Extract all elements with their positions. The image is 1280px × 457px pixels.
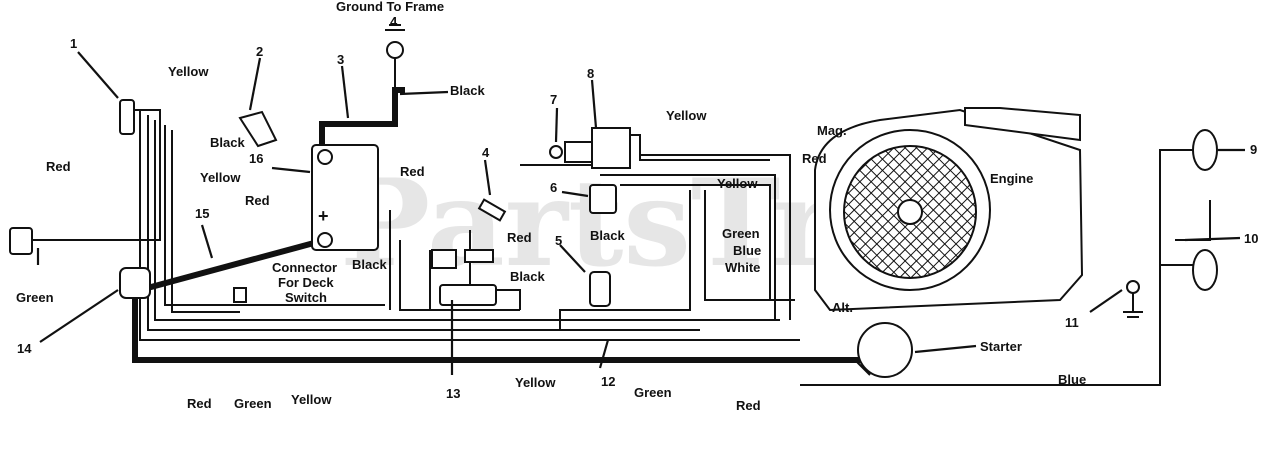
callout-14: 14: [17, 341, 32, 356]
callout-16: 16: [249, 151, 263, 166]
callout-numbers: 1 2 3 4 4 5 6 7 8 9 10 11 12 13 14 15 16: [17, 14, 1258, 401]
callout-7: 7: [550, 92, 557, 107]
label-green-bot2: Green: [634, 385, 672, 400]
label-yellow-right: Yellow: [717, 176, 758, 191]
label-white-right: White: [725, 260, 760, 275]
label-blue-bottom: Blue: [1058, 372, 1086, 387]
label-green-bot1: Green: [234, 396, 272, 411]
headlight-10: [1192, 249, 1218, 291]
callout-1: 1: [70, 36, 77, 51]
label-red-mid: Red: [507, 230, 532, 245]
callout-13: 13: [446, 386, 460, 401]
label-black-mid2: Black: [510, 269, 545, 284]
callout-8: 8: [587, 66, 594, 81]
callout-12: 12: [601, 374, 615, 389]
callout-3: 3: [337, 52, 344, 67]
label-blue-right: Blue: [733, 243, 761, 258]
label-starter: Starter: [980, 339, 1022, 354]
callout-4: 4: [482, 145, 490, 160]
callout-5: 5: [555, 233, 562, 248]
label-red-right: Red: [802, 151, 827, 166]
callout-6: 6: [550, 180, 557, 195]
label-yellow-left: Yellow: [200, 170, 241, 185]
label-red-bot1: Red: [187, 396, 212, 411]
label-red-fuse: Red: [400, 164, 425, 179]
callout-4-top: 4: [390, 14, 398, 29]
label-ground-to-frame: Ground To Frame: [336, 0, 444, 14]
headlight-9: [1192, 129, 1218, 171]
label-red-bot2: Red: [736, 398, 761, 413]
callout-2: 2: [256, 44, 263, 59]
label-red-15: Red: [245, 193, 270, 208]
switch-2: [238, 110, 278, 148]
label-yellow-top-left: Yellow: [168, 64, 209, 79]
label-black-mid: Black: [352, 257, 387, 272]
label-connector-2: For Deck: [278, 275, 334, 290]
label-engine: Engine: [990, 171, 1033, 186]
battery-plus-icon: +: [318, 206, 329, 226]
label-red-left: Red: [46, 159, 71, 174]
ignition-switch-8: [591, 127, 631, 169]
starter: [857, 322, 913, 378]
label-black-top: Black: [450, 83, 485, 98]
battery: +: [311, 144, 379, 251]
label-yellow-bot1: Yellow: [291, 392, 332, 407]
relay-13: [431, 249, 497, 306]
wire-labels: Ground To Frame Black Yellow Black Red Y…: [16, 0, 1086, 413]
label-yellow-top-mid: Yellow: [666, 108, 707, 123]
ground-terminal: [385, 24, 405, 90]
switch-1: [119, 99, 135, 135]
label-yellow-bot2: Yellow: [515, 375, 556, 390]
callout-15: 15: [195, 206, 209, 221]
label-green-right: Green: [722, 226, 760, 241]
relay-6: [589, 184, 617, 214]
label-mag: Mag.: [817, 123, 847, 138]
callout-10: 10: [1244, 231, 1258, 246]
label-green-left: Green: [16, 290, 54, 305]
green-connector: [9, 227, 33, 255]
deck-connector: [233, 287, 247, 303]
pointer-arrows: [36, 51, 1245, 375]
label-connector-3: Switch: [285, 290, 327, 305]
callout-9: 9: [1250, 142, 1257, 157]
label-connector-1: Connector: [272, 260, 337, 275]
engine: [814, 107, 1084, 312]
label-black-left: Black: [210, 135, 245, 150]
fuse-4: [477, 198, 507, 222]
label-black-6: Black: [590, 228, 625, 243]
ground-11: [1123, 280, 1143, 318]
callout-11: 11: [1065, 315, 1079, 330]
connector-14: [119, 267, 151, 299]
label-alt: Alt.: [832, 300, 853, 315]
switch-5: [589, 271, 611, 307]
